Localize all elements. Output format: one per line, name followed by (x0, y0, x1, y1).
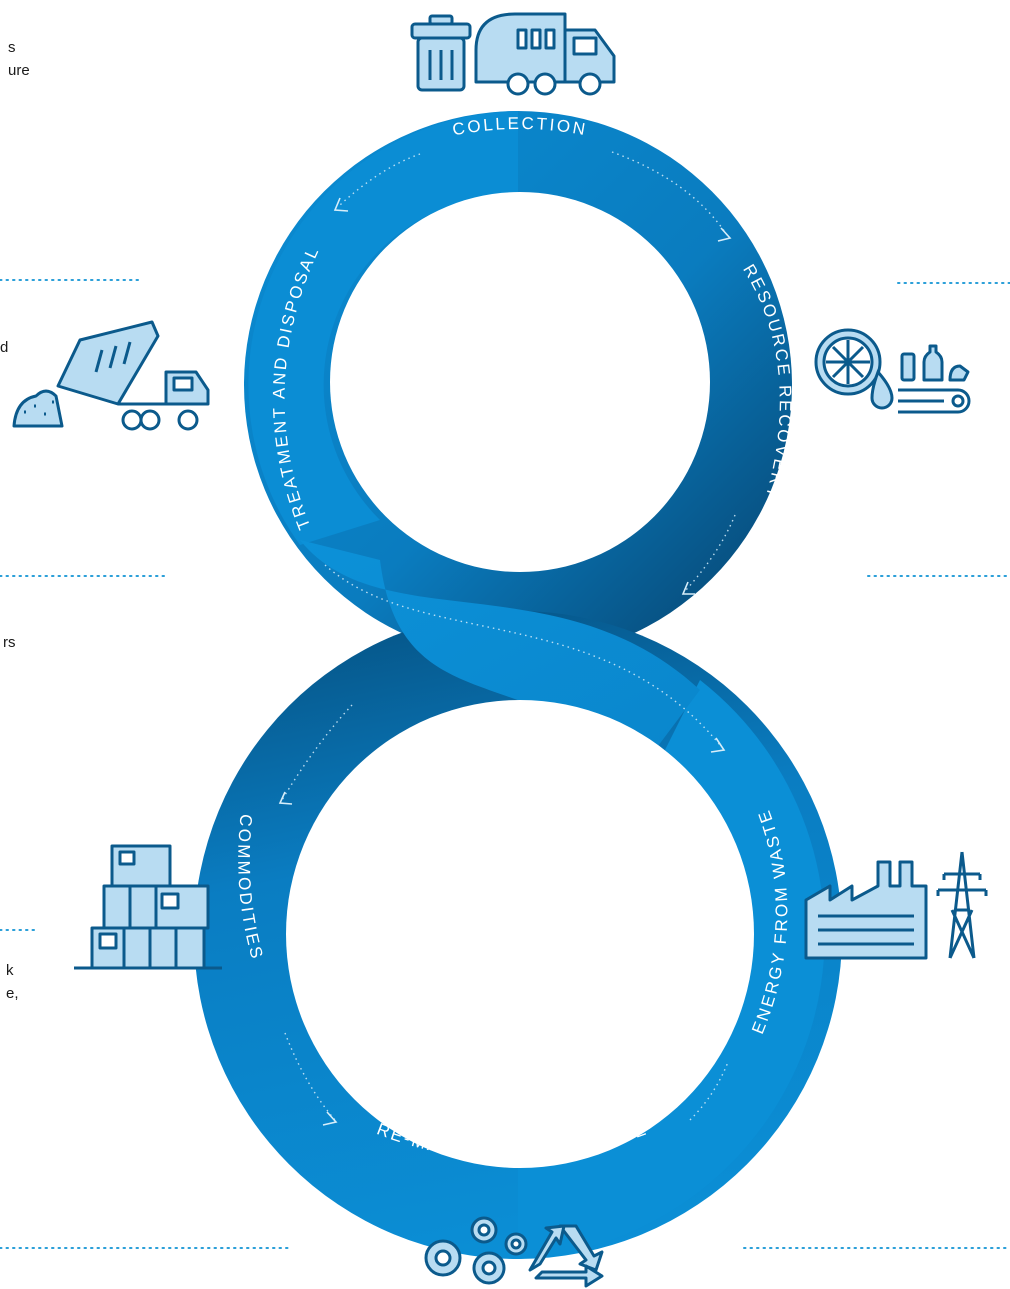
upper-loop-left-band (248, 111, 518, 545)
dump-truck-icon (12, 320, 210, 431)
trash-bin-icon (410, 14, 472, 92)
conveyor-bottles-icon (898, 344, 971, 414)
stacked-crates-icon (74, 844, 222, 970)
crossing-band (300, 540, 700, 770)
side-text-bottom-left: k e, (6, 962, 19, 1002)
side-text-lower-left: rs (3, 634, 16, 651)
factory-icon (804, 860, 928, 960)
recycle-icon (528, 1224, 604, 1288)
lower-hole (286, 700, 754, 1168)
gears-icon (424, 1216, 528, 1285)
flow-arrowheads (278, 197, 732, 1126)
garbage-truck-icon (474, 12, 616, 96)
side-text-top-left: s ure (8, 39, 30, 79)
lower-loop-right-band (518, 680, 825, 1259)
side-text-mid-left: d (0, 339, 9, 356)
upper-hole (330, 192, 710, 572)
separator-lines (0, 279, 1010, 1249)
sorting-wheel-icon (814, 328, 894, 410)
power-pylon-icon (936, 851, 988, 959)
flow-dotted-lines (281, 151, 736, 1121)
